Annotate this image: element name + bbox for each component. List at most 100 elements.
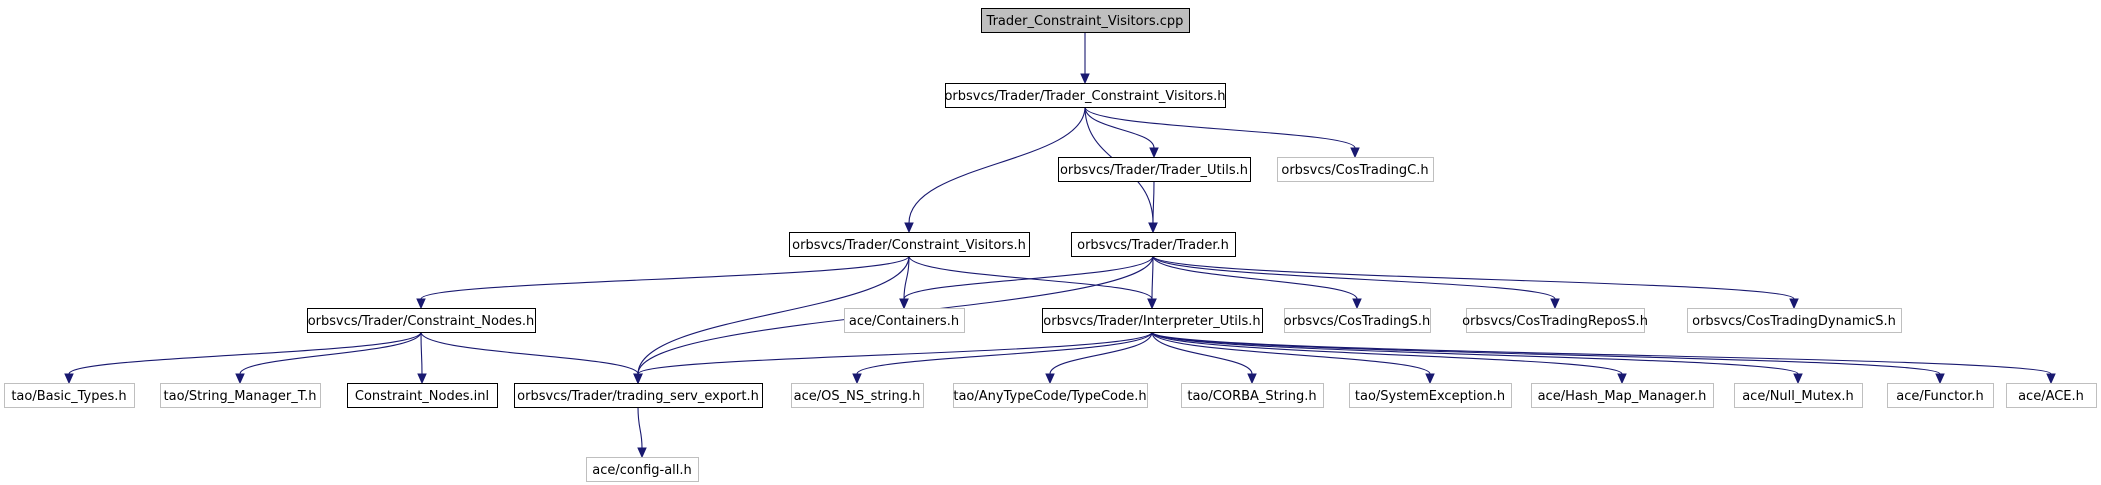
node-box	[1734, 383, 1863, 408]
node-cn_h[interactable]: orbsvcs/Trader/Constraint_Nodes.h	[307, 308, 536, 333]
node-label: ace/OS_NS_string.h	[794, 389, 921, 404]
edge-interp-to-tse	[633, 331, 1153, 385]
node-label: ace/Null_Mutex.h	[1742, 389, 1854, 404]
node-box	[953, 383, 1148, 408]
node-label: orbsvcs/CosTradingDynamicS.h	[1692, 314, 1896, 329]
node-box	[1058, 157, 1251, 182]
edge-trader_utils-to-trader_h	[1148, 180, 1158, 234]
edge-trader_h-to-costradings	[1152, 255, 1362, 310]
edge-tcv_h-to-trader_utils	[1084, 106, 1159, 159]
edge-interp-to-typecode	[1045, 331, 1153, 385]
edge-interp-to-sysexc	[1151, 331, 1435, 385]
edge-cn_h-to-cn_inl	[417, 331, 427, 385]
node-label: ace/config-all.h	[592, 463, 692, 478]
node-containers[interactable]: ace/Containers.h	[844, 308, 965, 333]
node-root[interactable]: Trader_Constraint_Visitors.cpp	[981, 8, 1190, 33]
node-label: ace/Hash_Map_Manager.h	[1538, 389, 1707, 404]
node-functor[interactable]: ace/Functor.h	[1887, 383, 1994, 408]
node-string_mgr[interactable]: tao/String_Manager_T.h	[160, 383, 321, 408]
edge-trader_h-to-interp	[1147, 255, 1157, 310]
node-box	[1284, 308, 1431, 333]
node-config_all[interactable]: ace/config-all.h	[586, 457, 699, 482]
node-label: orbsvcs/CosTradingS.h	[1284, 314, 1430, 329]
node-label: tao/AnyTypeCode/TypeCode.h	[953, 389, 1146, 404]
node-cn_inl[interactable]: Constraint_Nodes.inl	[347, 383, 498, 408]
node-box	[981, 8, 1190, 33]
node-label: orbsvcs/Trader/Constraint_Nodes.h	[308, 314, 535, 329]
node-box	[514, 383, 763, 408]
edge-interp-to-functor	[1151, 331, 1945, 385]
node-costradingrepos[interactable]: orbsvcs/CosTradingReposS.h	[1462, 308, 1648, 333]
node-box	[1887, 383, 1994, 408]
edge-cn_h-to-string_mgr	[235, 331, 422, 385]
node-interp[interactable]: orbsvcs/Trader/Interpreter_Utils.h	[1042, 308, 1263, 333]
node-label: orbsvcs/CosTradingReposS.h	[1462, 314, 1648, 329]
node-ace_h[interactable]: ace/ACE.h	[2006, 383, 2097, 408]
node-box	[789, 232, 1030, 257]
edge-cv_h-to-interp	[908, 255, 1157, 310]
node-box	[1277, 157, 1434, 182]
edge-interp-to-os_ns	[852, 331, 1153, 385]
node-trader_utils[interactable]: orbsvcs/Trader/Trader_Utils.h	[1058, 157, 1251, 182]
node-box	[1349, 383, 1512, 408]
node-box	[160, 383, 321, 408]
node-box	[945, 83, 1226, 108]
node-box	[1181, 383, 1324, 408]
node-label: orbsvcs/Trader/Trader.h	[1077, 238, 1229, 253]
node-box	[1071, 232, 1236, 257]
node-sysexc[interactable]: tao/SystemException.h	[1349, 383, 1512, 408]
node-label: orbsvcs/Trader/Trader_Constraint_Visitor…	[944, 89, 1225, 104]
node-costradingdyn[interactable]: orbsvcs/CosTradingDynamicS.h	[1687, 308, 1902, 333]
edge-interp-to-corba_string	[1151, 331, 1257, 385]
node-hashmap[interactable]: ace/Hash_Map_Manager.h	[1531, 383, 1714, 408]
node-tcv_h[interactable]: orbsvcs/Trader/Trader_Constraint_Visitor…	[944, 83, 1226, 108]
node-label: Trader_Constraint_Visitors.cpp	[986, 14, 1184, 29]
node-label: ace/ACE.h	[2018, 389, 2084, 404]
node-basic_types[interactable]: tao/Basic_Types.h	[4, 383, 135, 408]
node-label: ace/Functor.h	[1896, 389, 1983, 404]
node-box	[307, 308, 536, 333]
node-cv_h[interactable]: orbsvcs/Trader/Constraint_Visitors.h	[789, 232, 1030, 257]
node-label: orbsvcs/CosTradingC.h	[1281, 163, 1428, 178]
edge-cn_h-to-tse	[420, 331, 643, 385]
edge-root-to-tcv_h	[1080, 32, 1090, 85]
node-label: orbsvcs/Trader/Interpreter_Utils.h	[1043, 314, 1260, 329]
node-label: orbsvcs/Trader/Trader_Utils.h	[1060, 163, 1248, 178]
node-costradingc[interactable]: orbsvcs/CosTradingC.h	[1277, 157, 1434, 182]
edge-cn_h-to-basic_types	[64, 331, 422, 385]
edge-trader_h-to-containers	[899, 255, 1154, 310]
node-box	[791, 383, 924, 408]
node-box	[586, 457, 699, 482]
node-label: tao/String_Manager_T.h	[164, 389, 317, 404]
node-label: ace/Containers.h	[849, 314, 959, 329]
node-label: Constraint_Nodes.inl	[355, 389, 489, 404]
edge-interp-to-hashmap	[1151, 331, 1627, 385]
node-box	[347, 383, 498, 408]
node-box	[1531, 383, 1714, 408]
node-label: orbsvcs/Trader/trading_serv_export.h	[517, 389, 759, 404]
node-typecode[interactable]: tao/AnyTypeCode/TypeCode.h	[953, 383, 1148, 408]
node-os_ns[interactable]: ace/OS_NS_string.h	[791, 383, 924, 408]
edge-interp-to-nullmutex	[1151, 331, 1803, 385]
node-box	[1466, 308, 1645, 333]
node-trader_h[interactable]: orbsvcs/Trader/Trader.h	[1071, 232, 1236, 257]
node-label: tao/Basic_Types.h	[11, 389, 126, 404]
node-box	[844, 308, 965, 333]
edge-tse-to-config_all	[637, 406, 647, 459]
node-corba_string[interactable]: tao/CORBA_String.h	[1181, 383, 1324, 408]
node-tse[interactable]: orbsvcs/Trader/trading_serv_export.h	[514, 383, 763, 408]
node-nullmutex[interactable]: ace/Null_Mutex.h	[1734, 383, 1863, 408]
edge-trader_h-to-costradingrepos	[1152, 255, 1560, 310]
node-label: orbsvcs/Trader/Constraint_Visitors.h	[792, 238, 1026, 253]
node-box	[1042, 308, 1263, 333]
node-layer: Trader_Constraint_Visitors.cpp orbsvcs/Tr…	[4, 8, 2097, 482]
node-label: tao/SystemException.h	[1355, 389, 1505, 404]
node-box	[1687, 308, 1902, 333]
edge-interp-to-ace_h	[1151, 331, 2056, 385]
node-label: tao/CORBA_String.h	[1187, 389, 1316, 404]
edge-cv_h-to-cn_h	[416, 255, 910, 310]
edge-trader_h-to-costradingdyn	[1152, 255, 1799, 310]
node-box	[4, 383, 135, 408]
node-costradings[interactable]: orbsvcs/CosTradingS.h	[1284, 308, 1431, 333]
